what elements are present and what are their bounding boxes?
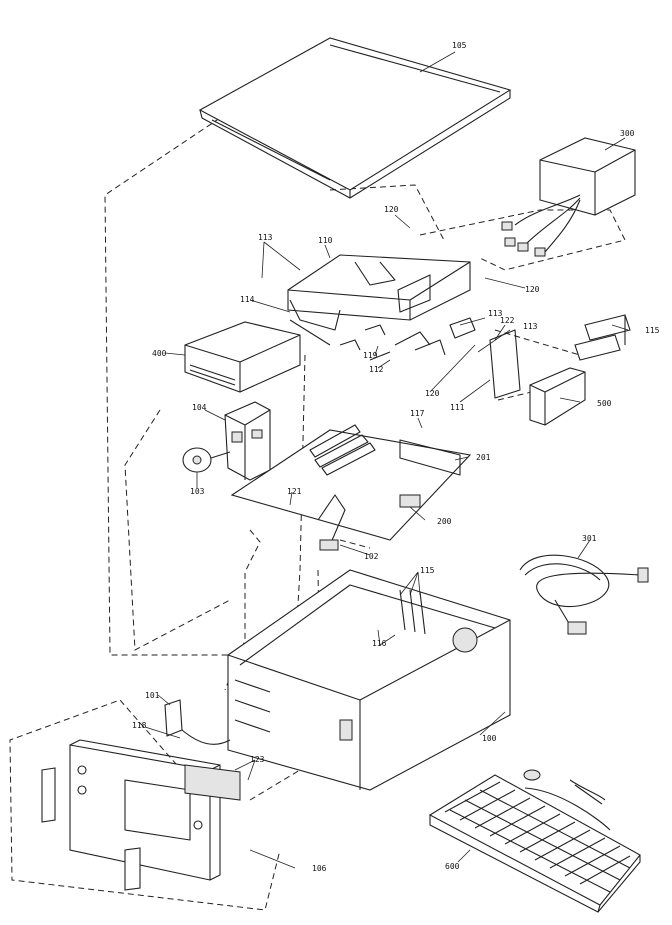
top-cover <box>198 37 512 199</box>
label-floppy-drive: 400 <box>152 349 167 358</box>
fan-bracket <box>224 401 271 481</box>
label-fan: 103 <box>190 487 205 496</box>
label-bracket-right-top: 120 <box>384 205 399 214</box>
label-bracket-111: 111 <box>450 403 465 412</box>
label-hard-drive: 500 <box>597 399 612 408</box>
label-speaker: 101 <box>145 691 160 700</box>
floppy-drive <box>184 321 301 393</box>
drive-cage <box>287 254 471 346</box>
clips-and-brackets <box>339 317 521 399</box>
power-supply <box>501 137 636 257</box>
label-screw-117: 117 <box>410 409 425 418</box>
label-screws-top: 113 <box>258 233 273 242</box>
label-screws-right: 113 <box>488 309 503 318</box>
hard-drive <box>529 367 586 426</box>
label-motherboard: 200 <box>437 517 452 526</box>
label-drive-bracket: 114 <box>240 295 255 304</box>
label-fan-bracket: 104 <box>192 403 207 412</box>
leader-lines <box>144 51 629 869</box>
label-bezel-brackets: 123 <box>250 755 265 764</box>
label-slot-covers-bottom: 116 <box>372 639 387 648</box>
part-labels: 105 300 120 120 113 110 114 400 113 122 … <box>132 41 660 873</box>
power-cord <box>519 554 649 635</box>
label-keyboard: 600 <box>445 862 460 871</box>
label-standoff: 102 <box>364 552 379 561</box>
label-chassis: 100 <box>482 734 497 743</box>
motherboard <box>230 424 472 551</box>
label-bracket-bottom: 120 <box>425 389 440 398</box>
label-front-bezel: 106 <box>312 864 327 873</box>
front-bezel <box>41 739 241 891</box>
label-cage-119: 119 <box>363 351 378 360</box>
label-pin-122: 122 <box>500 316 515 325</box>
label-slot-covers: 115 <box>420 566 435 575</box>
label-screw-121: 121 <box>287 487 302 496</box>
label-led-wire: 118 <box>132 721 147 730</box>
chassis <box>227 569 511 791</box>
label-io-card: 201 <box>476 453 491 462</box>
label-top-cover: 105 <box>452 41 467 50</box>
label-ribbon-cable: 115 <box>645 326 660 335</box>
speaker <box>164 699 231 745</box>
label-clip-113: 113 <box>523 322 538 331</box>
label-bracket-right: 120 <box>525 285 540 294</box>
label-drive-cage: 110 <box>318 236 333 245</box>
fan <box>182 447 231 473</box>
ribbon-cable <box>574 314 631 361</box>
label-power-supply: 300 <box>620 129 635 138</box>
keyboard <box>428 769 641 913</box>
label-cage-112: 112 <box>369 365 384 374</box>
label-power-cord: 301 <box>582 534 597 543</box>
